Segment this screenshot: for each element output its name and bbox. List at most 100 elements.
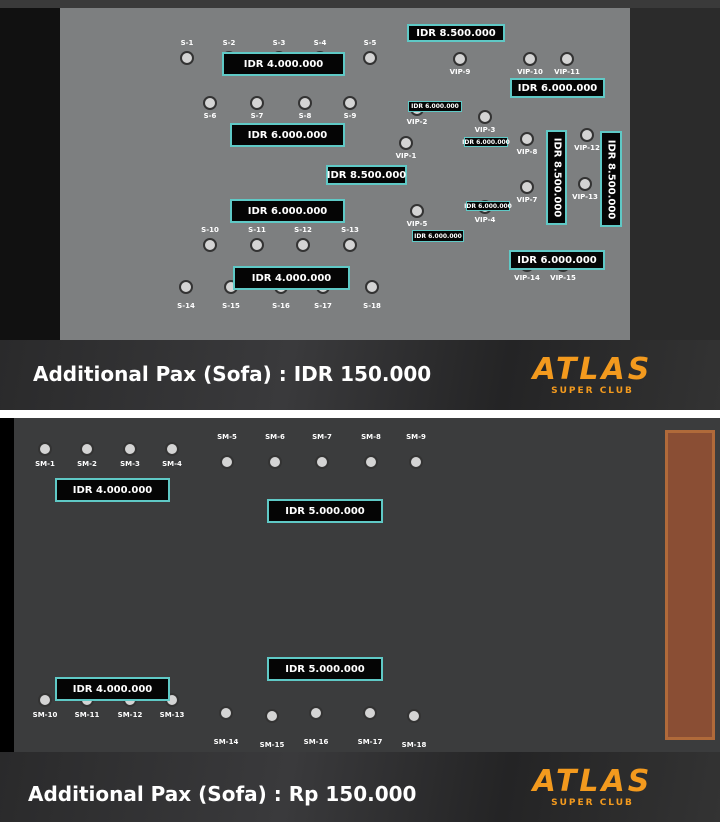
table-label[interactable]: SM-3 <box>120 460 140 468</box>
seat-icon <box>407 709 421 723</box>
table-label[interactable]: SM-4 <box>162 460 182 468</box>
table-label[interactable]: S-9 <box>343 112 357 120</box>
table-label[interactable]: S-4 <box>313 39 327 47</box>
seat-icon <box>365 280 379 294</box>
table-label[interactable]: VIP-12 <box>574 144 600 152</box>
price-label: IDR 4.000.000 <box>55 677 170 701</box>
seat-icon <box>410 204 424 218</box>
price-label: IDR 4.000.000 <box>222 52 345 76</box>
table-label[interactable]: S-10 <box>201 226 219 234</box>
price-label: IDR 6.000.000 <box>230 123 345 147</box>
table-label[interactable]: SM-10 <box>32 711 58 719</box>
seat-icon <box>250 96 264 110</box>
table-label[interactable]: VIP-3 <box>474 126 496 134</box>
table-label[interactable]: S-11 <box>248 226 266 234</box>
table-label[interactable]: VIP-1 <box>395 152 417 160</box>
table-label[interactable]: SM-12 <box>117 711 143 719</box>
seat-icon <box>296 238 310 252</box>
price-label: IDR 8.500.000 <box>600 131 622 227</box>
wall <box>0 418 14 752</box>
price-label: IDR 8.500.000 <box>326 165 407 185</box>
seat-icon <box>38 442 52 456</box>
seat-icon <box>578 177 592 191</box>
seat-icon <box>580 128 594 142</box>
seat-icon <box>315 455 329 469</box>
price-label: IDR 8.500.000 <box>407 24 505 42</box>
table-label[interactable]: SM-17 <box>357 738 383 746</box>
table-label[interactable]: SM-1 <box>35 460 55 468</box>
seat-icon <box>265 709 279 723</box>
table-label[interactable]: SM-18 <box>401 741 427 749</box>
table-label[interactable]: VIP-11 <box>554 68 580 76</box>
table-label[interactable]: S-6 <box>203 112 217 120</box>
table-label[interactable]: VIP-15 <box>550 274 576 282</box>
table-label[interactable]: S-3 <box>272 39 286 47</box>
table-label[interactable]: SM-6 <box>265 433 285 441</box>
price-label: IDR 6.000.000 <box>464 201 512 211</box>
table-label[interactable]: VIP-5 <box>406 220 428 228</box>
seat-icon <box>180 51 194 65</box>
table-label[interactable]: S-7 <box>250 112 264 120</box>
seat-icon <box>203 96 217 110</box>
table-label[interactable]: SM-8 <box>361 433 381 441</box>
table-label[interactable]: S-2 <box>222 39 236 47</box>
table-label[interactable]: S-14 <box>177 302 195 310</box>
table-label[interactable]: VIP-9 <box>449 68 471 76</box>
table-label[interactable]: S-13 <box>341 226 359 234</box>
table-label[interactable]: SM-5 <box>217 433 237 441</box>
table-label[interactable]: VIP-4 <box>474 216 496 224</box>
price-label: IDR 6.000.000 <box>408 101 462 112</box>
seat-icon <box>179 280 193 294</box>
seat-icon <box>399 136 413 150</box>
table-label[interactable]: VIP-7 <box>516 196 538 204</box>
table-label[interactable]: S-1 <box>180 39 194 47</box>
table-label[interactable]: S-8 <box>298 112 312 120</box>
price-label: IDR 5.000.000 <box>267 657 383 681</box>
table-label[interactable]: SM-11 <box>74 711 100 719</box>
table-label[interactable]: SM-2 <box>77 460 97 468</box>
additional-pax-text: Additional Pax (Sofa) : Rp 150.000 <box>28 782 417 806</box>
top-banner: Additional Pax (Sofa) : IDR 150.000 ATLA… <box>0 340 720 410</box>
seat-icon <box>309 706 323 720</box>
table-label[interactable]: SM-9 <box>406 433 426 441</box>
price-label: IDR 4.000.000 <box>233 266 350 290</box>
additional-pax-text: Additional Pax (Sofa) : IDR 150.000 <box>33 362 432 386</box>
seat-icon <box>453 52 467 66</box>
table-label[interactable]: SM-14 <box>213 738 239 746</box>
table-label[interactable]: S-5 <box>363 39 377 47</box>
table-label[interactable]: VIP-13 <box>572 193 598 201</box>
price-label: IDR 5.000.000 <box>267 499 383 523</box>
table-label[interactable]: SM-15 <box>259 741 285 749</box>
table-label[interactable]: SM-16 <box>303 738 329 746</box>
table-label[interactable]: VIP-10 <box>517 68 543 76</box>
seat-icon <box>219 706 233 720</box>
price-label: IDR 6.000.000 <box>509 250 605 270</box>
seat-icon <box>409 455 423 469</box>
table-label[interactable]: S-15 <box>222 302 240 310</box>
table-label[interactable]: SM-13 <box>159 711 185 719</box>
seat-icon <box>343 96 357 110</box>
price-label: IDR 4.000.000 <box>55 478 170 502</box>
seat-icon <box>363 51 377 65</box>
wall <box>0 0 720 8</box>
table-label[interactable]: VIP-8 <box>516 148 538 156</box>
price-label: IDR 6.000.000 <box>510 78 605 98</box>
table-label[interactable]: S-18 <box>363 302 381 310</box>
table-label[interactable]: SM-7 <box>312 433 332 441</box>
seat-icon <box>520 180 534 194</box>
seat-icon <box>123 442 137 456</box>
table-label[interactable]: S-12 <box>294 226 312 234</box>
seat-icon <box>343 238 357 252</box>
table-label[interactable]: S-17 <box>314 302 332 310</box>
table-label[interactable]: VIP-14 <box>514 274 540 282</box>
price-label: IDR 6.000.000 <box>462 137 510 147</box>
table-label[interactable]: VIP-2 <box>406 118 428 126</box>
seat-icon <box>220 455 234 469</box>
bottom-banner: Additional Pax (Sofa) : Rp 150.000 ATLAS… <box>0 752 720 822</box>
price-label: IDR 6.000.000 <box>412 230 464 242</box>
table-label[interactable]: S-16 <box>272 302 290 310</box>
